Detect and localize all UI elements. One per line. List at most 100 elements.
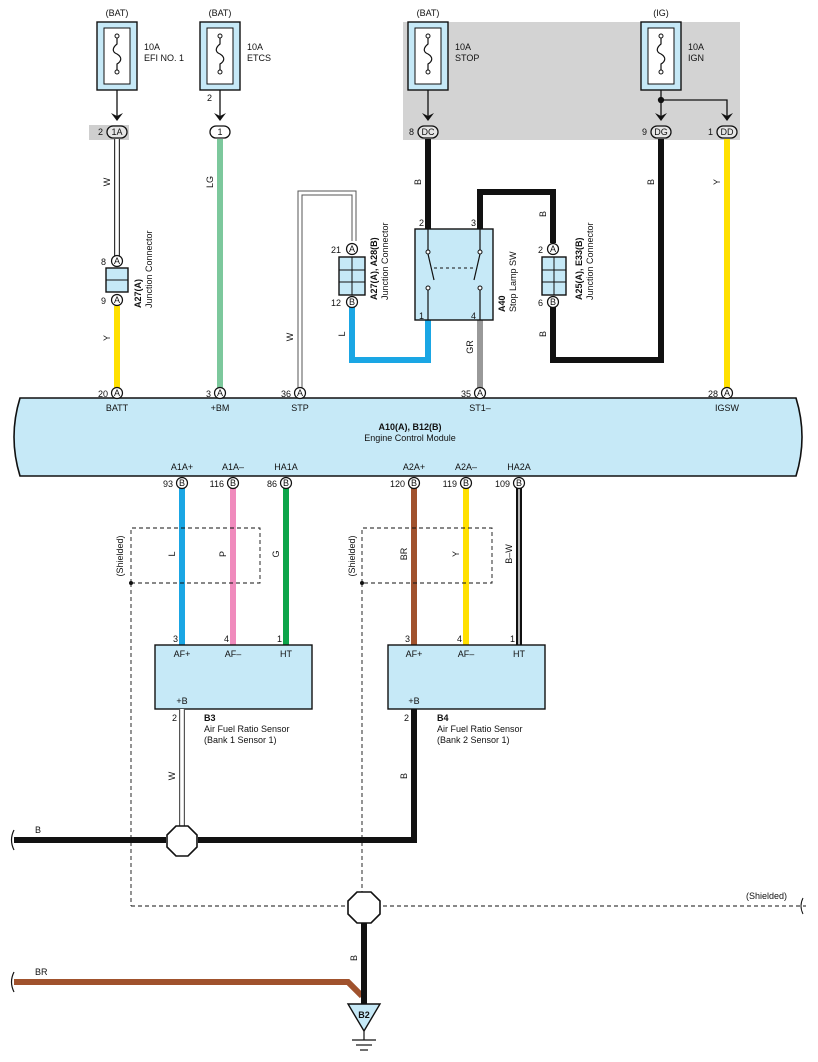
pin-name: BATT — [106, 403, 129, 413]
a25-tag-top: A — [550, 244, 556, 254]
label-bus-b: B — [35, 825, 41, 835]
sensor-pin-num: 1 — [277, 634, 282, 644]
sensor-power: +B — [408, 696, 419, 706]
sensor-pin-name: AF+ — [406, 649, 423, 659]
a40-code: A40 — [497, 295, 507, 312]
a40-desc: Stop Lamp SW — [508, 251, 518, 312]
fuse-name: IGN — [688, 53, 704, 63]
pin-name: STP — [291, 403, 309, 413]
bus-b-break-mark — [10, 829, 15, 851]
fuse-rating: 10A — [247, 42, 263, 52]
a25-pin-top: 2 — [538, 245, 543, 255]
pin-tag: A — [477, 388, 483, 398]
label-s1-w: W — [167, 771, 177, 780]
sensor-name: Air Fuel Ratio Sensor — [437, 724, 523, 734]
pin-num: 116 — [210, 479, 224, 489]
pin-tag: B — [463, 478, 469, 488]
label-efi-y: Y — [102, 335, 112, 341]
a28-code: A27(A), A28(B) — [369, 237, 379, 300]
ecm-pin-name-a2a-minus: A2A– — [455, 462, 477, 472]
connector-dg-pin: 9 — [642, 127, 647, 137]
ecm-pin-stp: A 36 STP — [281, 386, 309, 413]
ecm-pin-name-ha2a: HA2A — [507, 462, 531, 472]
ground-code: B2 — [358, 1010, 370, 1020]
a25-desc: Junction Connector — [585, 222, 595, 300]
pin-name: ST1– — [469, 403, 491, 413]
fuse-name: EFI NO. 1 — [144, 53, 184, 63]
sensor-code: B3 — [204, 713, 216, 723]
fuse-drops — [116, 90, 728, 118]
connector-etcs-pin: 1 — [217, 127, 222, 137]
label-s1-l: L — [167, 551, 177, 556]
wire-bus-br — [14, 979, 365, 999]
label-s1-g: G — [271, 550, 281, 557]
sensor-b3: 3 4 1 AF+ AF– HT +B 2 B3 Air Fuel Ratio … — [154, 634, 313, 745]
label-gr: GR — [465, 340, 475, 354]
a40-pin-3: 3 — [471, 218, 476, 228]
pin-tag: B — [516, 478, 522, 488]
ecm-pin-bm: A 3 +BM — [206, 386, 229, 413]
pin-num: 86 — [267, 479, 277, 489]
label-stop-b: B — [413, 179, 423, 185]
fuse-source: (BAT) — [417, 8, 440, 18]
shielded-label-3: (Shielded) — [746, 891, 787, 901]
label-s2-bw: B–W — [504, 544, 514, 564]
a25-pin-bottom: 6 — [538, 298, 543, 308]
fuse-source: (BAT) — [209, 8, 232, 18]
pin-tag: A — [724, 388, 730, 398]
pin-num: 119 — [443, 479, 457, 489]
a40-pin-1: 1 — [419, 311, 424, 321]
wire-switch-b2 — [550, 139, 664, 363]
pin-tag: A — [217, 388, 223, 398]
ignition-fuse-area — [403, 22, 740, 140]
sensor-sub: (Bank 1 Sensor 1) — [204, 735, 277, 745]
stop-lamp-switch-a40: 2 3 1 4 A40 Stop Lamp SW — [414, 218, 518, 321]
a25-tag-bottom: B — [550, 297, 556, 307]
sensor-pin-name: AF+ — [174, 649, 191, 659]
fuse-source: (BAT) — [106, 8, 129, 18]
fuse-ign: (IG) 10A IGN — [640, 8, 704, 91]
label-s2-b: B — [399, 773, 409, 779]
pin-num: 120 — [390, 479, 405, 489]
ecm-pin-name-a1a-plus: A1A+ — [171, 462, 193, 472]
a27a-pin-bottom: 9 — [101, 296, 106, 306]
pin-num: 35 — [461, 389, 471, 399]
connector-dd: DD — [721, 127, 734, 137]
pin-num: 36 — [281, 389, 291, 399]
ground-b2: B2 — [346, 1003, 382, 1051]
pin-tag: B — [411, 478, 417, 488]
connector-1a-pin: 2 — [98, 127, 103, 137]
ecm-pin-name-a2a-plus: A2A+ — [403, 462, 425, 472]
label-s2-y: Y — [451, 551, 461, 557]
sensor-pin-name: AF– — [225, 649, 242, 659]
label-s2-br: BR — [399, 547, 409, 560]
label-stp-w: W — [285, 332, 295, 341]
wire-stp-l — [349, 306, 431, 363]
shield-lines — [130, 527, 806, 907]
a28-tag-top: A — [349, 244, 355, 254]
label-stp-l: L — [337, 331, 347, 336]
sensor-pin-name: HT — [513, 649, 525, 659]
connector-dg: DG — [654, 127, 668, 137]
ecm-pin-name-a1a-minus: A1A– — [222, 462, 244, 472]
sensor-code: B4 — [437, 713, 449, 723]
connector-dc-pin: 8 — [409, 127, 414, 137]
junction-point-shield — [347, 891, 381, 924]
sensor-b4: 3 4 1 AF+ AF– HT +B 2 B4 Air Fuel Ratio … — [387, 634, 546, 745]
shielded-label-2: (Shielded) — [347, 535, 357, 576]
pin-tag: B — [230, 478, 236, 488]
junction-point-b — [166, 825, 198, 857]
label-switch-b: B — [538, 211, 548, 217]
ecm-name: Engine Control Module — [364, 433, 456, 443]
label-switch-b2: B — [538, 331, 548, 337]
ecm-pin-igsw: A 28 IGSW — [708, 386, 740, 413]
pin-num: 109 — [495, 479, 510, 489]
sensor-power-pin: 2 — [404, 713, 409, 723]
shield-junction-dot — [360, 581, 364, 585]
fuse-rating: 10A — [144, 42, 160, 52]
sensor-pin-num: 1 — [510, 634, 515, 644]
fuse-name: ETCS — [247, 53, 271, 63]
a28-pin-bottom: 12 — [331, 298, 341, 308]
sensor-pin-num: 4 — [224, 634, 229, 644]
pin-tag: B — [283, 478, 289, 488]
